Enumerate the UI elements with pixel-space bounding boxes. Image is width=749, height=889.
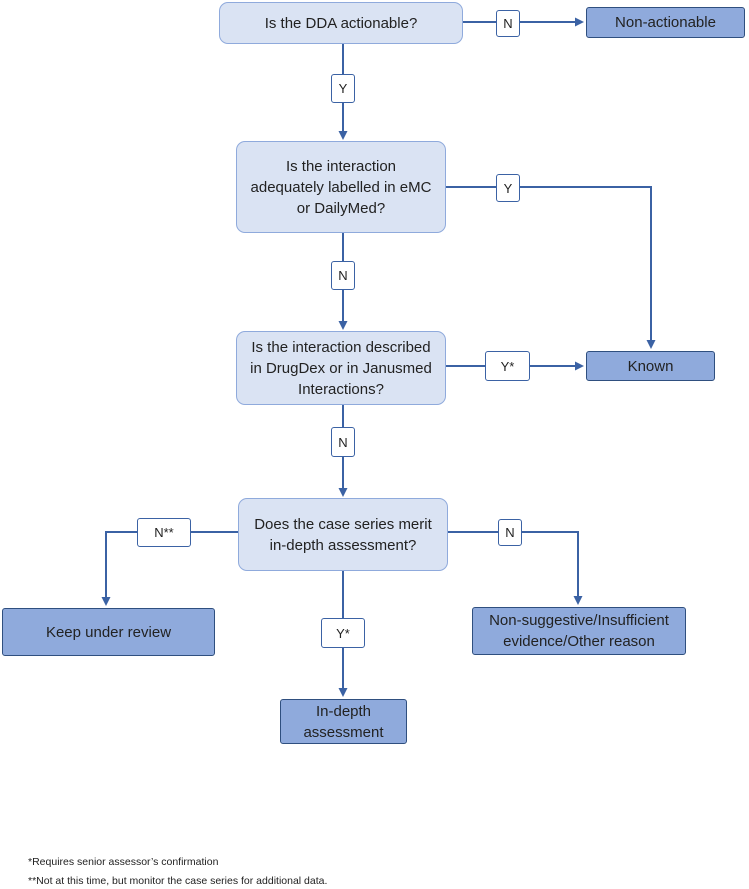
edge-q4-keep-review (101, 531, 238, 606)
edge-label-q4-yes: Y* (321, 618, 365, 648)
edge-label-q1-no: N (496, 10, 520, 37)
outcome-keep-under-review: Keep under review (2, 608, 215, 656)
edge-label-q1-yes: Y (331, 74, 355, 103)
edge-label-q3-yes: Y* (485, 351, 530, 381)
edge-label-q4-no-review: N** (137, 518, 191, 547)
edge-label-q3-no: N (331, 427, 355, 457)
outcome-non-suggestive: Non-suggestive/Insufficient evidence/Oth… (472, 607, 686, 655)
footnote-monitor-case-series: **Not at this time, but monitor the case… (28, 875, 328, 887)
edge-label-q2-yes: Y (496, 174, 520, 202)
edge-label-q2-no: N (331, 261, 355, 290)
outcome-known: Known (586, 351, 715, 381)
edge-label-q4-no: N (498, 519, 522, 546)
question-merit-assessment: Does the case series merit in-depth asse… (238, 498, 448, 571)
question-labelled-emc-dailymed: Is the interaction adequately labelled i… (236, 141, 446, 233)
edge-q4-non-suggestive (448, 531, 583, 605)
footnote-senior-confirmation: *Requires senior assessor’s confirmation (28, 856, 219, 868)
question-drugdex-janusmed: Is the interaction described in DrugDex … (236, 331, 446, 405)
edge-q2-known (446, 186, 656, 349)
outcome-in-depth-assessment: In-depth assessment (280, 699, 407, 744)
question-dda-actionable: Is the DDA actionable? (219, 2, 463, 44)
outcome-non-actionable: Non-actionable (586, 7, 745, 38)
